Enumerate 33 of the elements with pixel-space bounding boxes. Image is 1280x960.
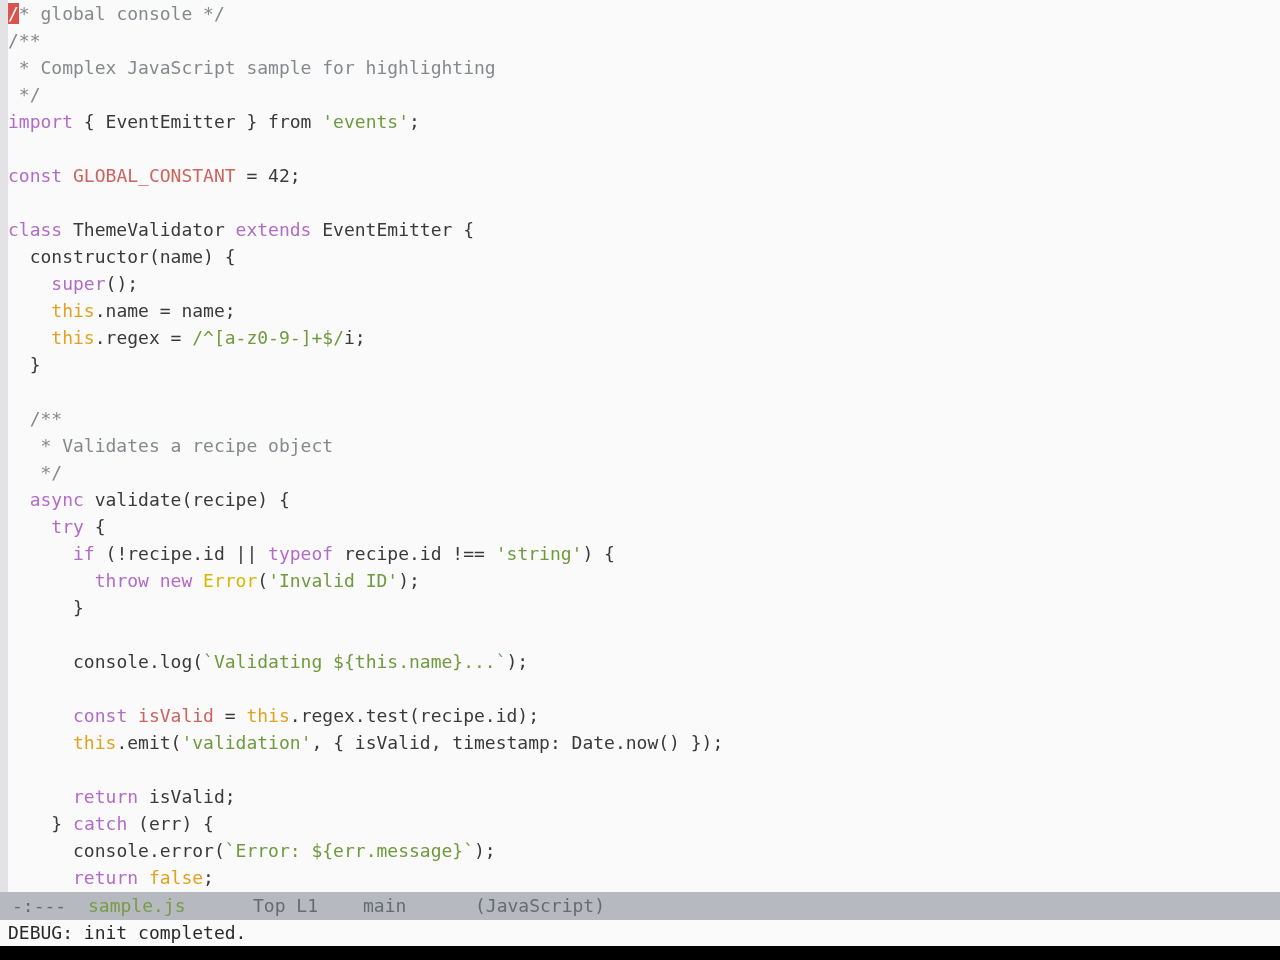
file-name: sample.js bbox=[88, 894, 186, 918]
comment-line: /* global console */ bbox=[8, 2, 225, 26]
code-line: constructor(name) { bbox=[29, 245, 236, 269]
code-line: if (!recipe.id || typeof recipe.id !== 'string') { bbox=[73, 542, 615, 566]
buffer-status: -:--- bbox=[12, 894, 67, 918]
code-line: this.regex = /^[a-z0-9-]+$/i; bbox=[51, 326, 366, 350]
code-line: } bbox=[73, 596, 84, 620]
comment-line: /** bbox=[8, 29, 41, 53]
code-line: import { EventEmitter } from 'events'; bbox=[8, 110, 420, 134]
major-mode: (JavaScript) bbox=[475, 894, 606, 918]
code-line: return false; bbox=[73, 866, 214, 890]
code-line: const GLOBAL_CONSTANT = 42; bbox=[8, 164, 301, 188]
comment-line: */ bbox=[18, 83, 41, 107]
comment-line: /** bbox=[29, 407, 63, 431]
code-line: super(); bbox=[51, 272, 139, 296]
code-line: throw new Error('Invalid ID'); bbox=[94, 569, 420, 593]
code-line: const isValid = this.regex.test(recipe.id); bbox=[73, 704, 540, 728]
code-line: try { bbox=[51, 515, 106, 539]
code-line: async validate(recipe) { bbox=[29, 488, 290, 512]
comment-line: */ bbox=[40, 461, 63, 485]
comment-line: * Validates a recipe object bbox=[40, 434, 334, 458]
code-line: } catch (err) { bbox=[51, 812, 214, 836]
code-line: } bbox=[29, 353, 41, 377]
code-line: return isValid; bbox=[73, 785, 236, 809]
comment-line: * Complex JavaScript sample for highlighting bbox=[18, 56, 496, 80]
code-line: console.log(`Validating ${this.name}...`); bbox=[73, 650, 529, 674]
code-line: this.emit('validation', { isValid, timestamp: Date.now() }); bbox=[73, 731, 724, 755]
buffer-position: Top L1 bbox=[253, 894, 319, 918]
code-line: class ThemeValidator extends EventEmitter { bbox=[8, 218, 474, 242]
code-line: this.name = name; bbox=[51, 299, 236, 323]
code-line: console.error(`Error: ${err.message}`); bbox=[73, 839, 496, 863]
branch-name: main bbox=[363, 894, 407, 918]
echo-area-message: DEBUG: init completed. bbox=[8, 921, 247, 945]
